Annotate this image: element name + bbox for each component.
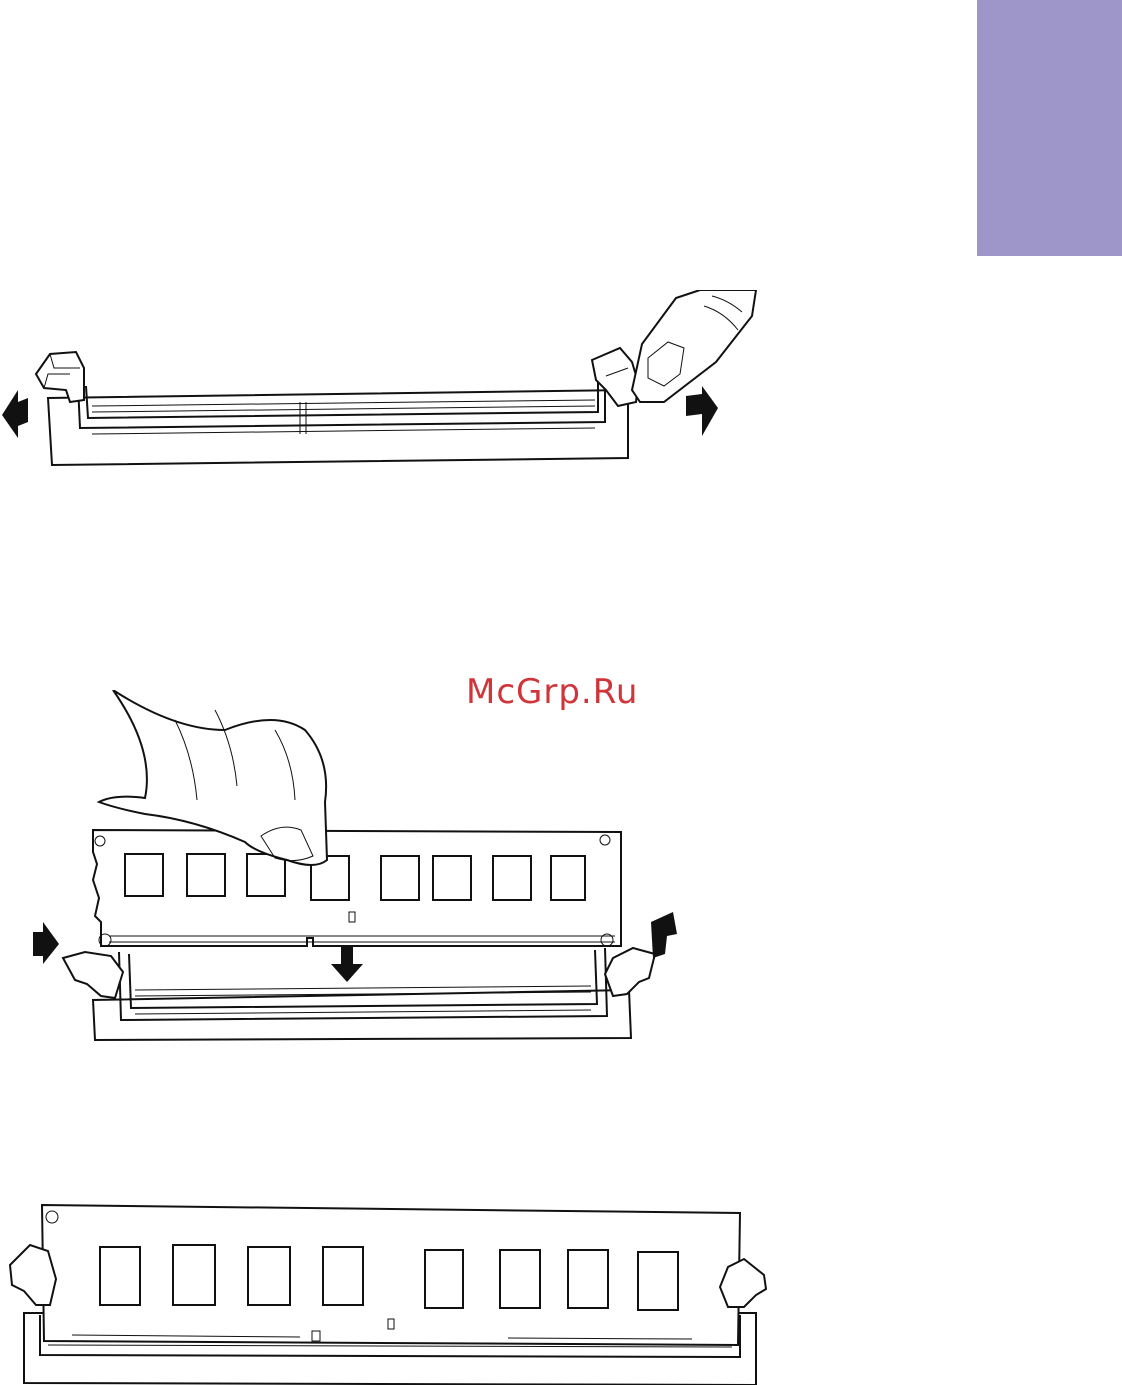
memory-slot-illustration — [93, 990, 631, 1040]
inward-arrow-left-icon — [33, 922, 59, 964]
memory-module — [42, 1205, 740, 1345]
down-arrow-icon — [331, 946, 363, 982]
right-retaining-clip — [605, 948, 655, 996]
finger-icon — [632, 290, 756, 402]
figure-module-seated — [0, 1195, 780, 1385]
figure-open-latches — [0, 290, 770, 480]
inward-arrow-right-icon — [651, 912, 677, 958]
section-color-tab — [977, 0, 1122, 256]
memory-module — [93, 830, 621, 946]
figure-insert-module — [25, 690, 695, 1050]
left-retaining-clip — [36, 352, 84, 402]
left-retaining-clip — [63, 952, 123, 998]
watermark: McGrp.Ru — [466, 672, 638, 712]
outward-arrow-right-icon — [686, 386, 718, 436]
left-retaining-clip — [10, 1245, 56, 1305]
outward-arrow-left-icon — [2, 390, 28, 438]
